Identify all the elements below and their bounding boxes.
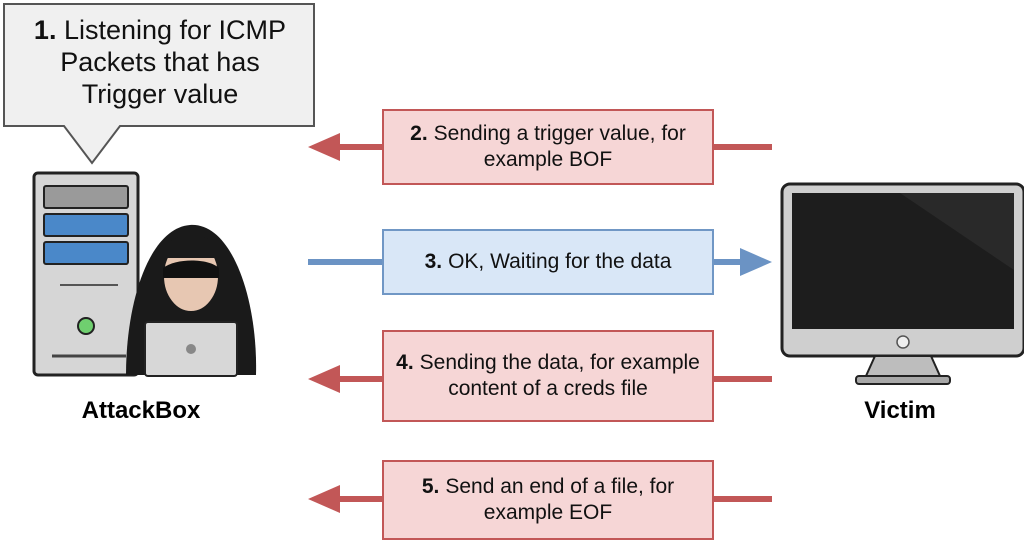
attacker-label: AttackBox (81, 397, 201, 424)
message-box-5: 5.Send an end of a file, for example EOF (382, 460, 714, 540)
callout-text: 1. Listening for ICMP Packets that has T… (18, 14, 302, 110)
message-number: 3. (424, 250, 443, 273)
message-text: Send an end of a file, for example EOF (445, 475, 675, 524)
server-tower-icon (32, 171, 140, 377)
callout-body: Listening for ICMP Packets that has Trig… (60, 15, 287, 109)
callout-number: 1. (33, 15, 57, 45)
callout-bubble (3, 3, 315, 165)
message-box-4: 4.Sending the data, for example content … (382, 330, 714, 422)
message-box-2: 2.Sending a trigger value, for example B… (382, 109, 714, 185)
message-text: Sending a trigger value, for example BOF (433, 122, 686, 171)
laptop-icon (144, 321, 238, 377)
message-number: 4. (396, 351, 414, 374)
message-number: 5. (421, 475, 440, 498)
message-box-3: 3.OK, Waiting for the data (382, 229, 714, 295)
victim-label: Victim (864, 397, 936, 424)
message-number: 2. (410, 122, 428, 145)
monitor-icon (780, 182, 1024, 385)
message-text: OK, Waiting for the data (448, 250, 672, 273)
message-text: Sending the data, for example content of… (419, 351, 700, 400)
